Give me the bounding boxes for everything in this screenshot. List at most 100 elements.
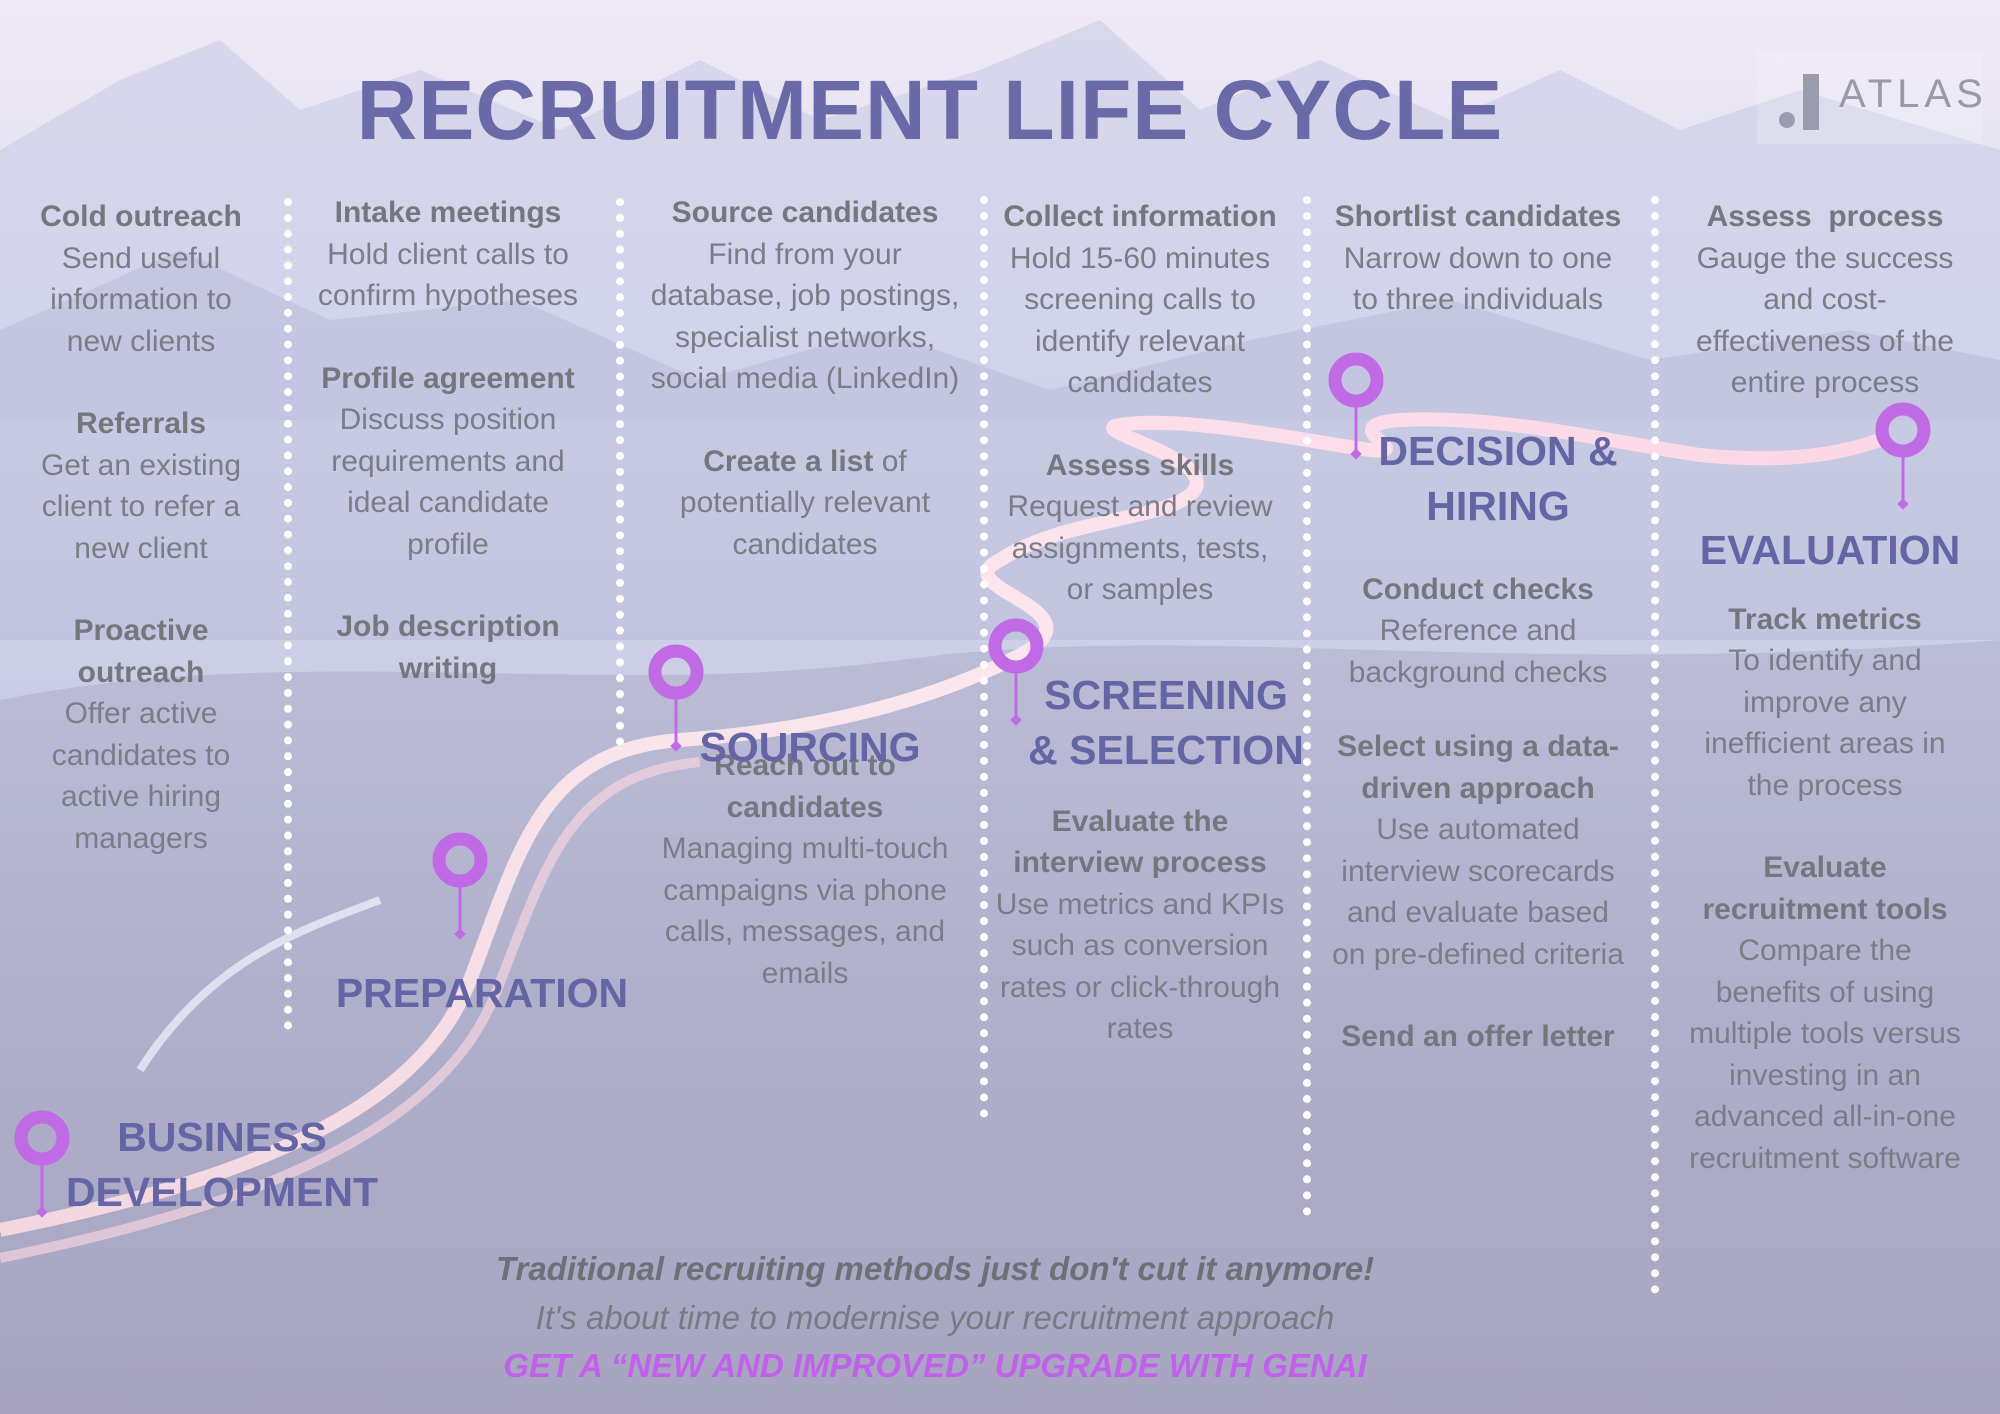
footer-subline: It's about time to modernise your recrui… <box>535 1299 1335 1336</box>
item-heading: Cold outreach <box>40 200 242 233</box>
item-heading: Send an offer letter <box>1341 1020 1615 1053</box>
stage-label-business-development: BUSINESS DEVELOPMENT <box>62 1110 382 1220</box>
footer-tagline: Traditional recruiting methods just don'… <box>495 1250 1375 1287</box>
divider-3 <box>980 196 988 1118</box>
logo-text: ATLAS <box>1839 72 1988 116</box>
item-text: To identify and improve any inefficient … <box>1704 644 1946 802</box>
footer-call-to-action: GET A “NEW AND IMPROVED” UPGRADE WITH GE… <box>503 1347 1367 1384</box>
item-heading: Create a list <box>703 444 874 478</box>
location-pin-icon <box>1875 402 1931 510</box>
stage-label-line: EVALUATION <box>1699 527 1961 573</box>
item-text: potentially relevant candidates <box>679 486 931 561</box>
item-heading: Assess process <box>1706 200 1944 233</box>
logo-bars-icon <box>1779 74 1819 130</box>
location-pin-icon <box>14 1110 70 1218</box>
item-text: Gauge the success and cost-effectiveness… <box>1696 241 1954 400</box>
item-text: Send useful information to new clients <box>50 241 232 358</box>
item-heading: Source candidates <box>671 196 939 229</box>
item-text: Request and review assignments, tests, o… <box>1007 490 1273 606</box>
divider-4 <box>1303 196 1311 1216</box>
location-pin-icon <box>1328 352 1384 460</box>
item-text: Compare the benefits of using multiple t… <box>1689 934 1961 1175</box>
stage-label-line: SCREENING <box>1044 672 1288 718</box>
item-text: Reference and background checks <box>1348 614 1608 689</box>
divider-5 <box>1651 196 1659 1294</box>
stage-label-line: BUSINESS <box>117 1114 327 1160</box>
item-text: Hold 15-60 minutes screening calls to id… <box>1009 241 1271 400</box>
stage-label-decision-hiring: DECISION & HIRING <box>1348 424 1648 534</box>
stage-label-screening-selection: SCREENING & SELECTION <box>1016 668 1316 778</box>
stage-label-line: PREPARATION <box>335 970 629 1016</box>
item-heading: Track metrics <box>1728 602 1922 636</box>
list-item: Send an offer letter <box>1318 1016 1638 1058</box>
item-text: Use automated interview scorecards and e… <box>1332 813 1624 971</box>
item-heading: Shortlist candidates <box>1334 200 1622 233</box>
mid-mountains <box>0 250 2000 640</box>
divider-2 <box>616 198 624 746</box>
item-text: Use metrics and KPIs such as conversion … <box>995 887 1285 1046</box>
stage-label-evaluation: EVALUATION <box>1680 523 1980 578</box>
item-heading: Select using a data-driven approach <box>1337 730 1619 805</box>
item-heading: Evaluate the interview process <box>1013 804 1267 880</box>
list-item: Create a list of potentially relevant can… <box>645 441 965 566</box>
item-heading: Conduct checks <box>1362 572 1594 606</box>
item-heading: Reach out to candidates <box>714 749 896 824</box>
lake <box>136 896 382 1073</box>
item-text: Get an existing client to refer a new cl… <box>40 448 242 565</box>
list-item: Track metrics To identify and improve any… <box>1680 599 1970 807</box>
valley <box>0 640 2000 1414</box>
atlas-logo: ATLAS <box>1757 52 1983 144</box>
stage-label-line: DEVELOPMENT <box>65 1169 379 1215</box>
item-heading: Profile agreement <box>321 361 575 395</box>
stage-label-line: SOURCING <box>699 724 921 770</box>
item-heading: Proactive outreach <box>73 614 209 689</box>
location-pin-icon <box>432 832 488 940</box>
item-heading-suffix: of <box>873 444 907 478</box>
stage-label-preparation: PREPARATION <box>332 966 632 1021</box>
location-pin-icon <box>648 644 704 752</box>
stage-label-line: HIRING <box>1426 483 1570 529</box>
stage-label-line: & SELECTION <box>1028 727 1304 773</box>
divider-1 <box>284 198 292 1030</box>
glowing-road <box>0 412 1883 1237</box>
item-text: Hold client calls to confirm hypotheses <box>317 237 579 313</box>
item-text: Offer active candidates to active hiring… <box>51 697 231 855</box>
item-heading: Assess skills <box>1045 448 1235 482</box>
item-heading: Intake meetings <box>334 196 562 229</box>
item-heading: Referrals <box>75 407 207 440</box>
item-text: Discuss position requirements and ideal … <box>331 403 565 561</box>
item-text: Find from your database, job postings, s… <box>650 237 960 396</box>
item-heading: Collect information <box>1003 200 1277 233</box>
item-heading: Evaluate recruitment tools <box>1702 851 1948 926</box>
stage-label-line: DECISION & <box>1378 428 1618 474</box>
page-title: RECRUITMENT LIFE CYCLE <box>356 63 1504 157</box>
item-text: Narrow down to one to three individuals <box>1343 241 1613 317</box>
location-pin-icon <box>988 618 1044 726</box>
item-heading: Job description writing <box>336 610 560 685</box>
list-item: Job description writing <box>312 606 584 689</box>
stage-label-sourcing: SOURCING <box>690 720 930 775</box>
item-text: Managing multi-touch campaigns via phone… <box>661 832 949 990</box>
